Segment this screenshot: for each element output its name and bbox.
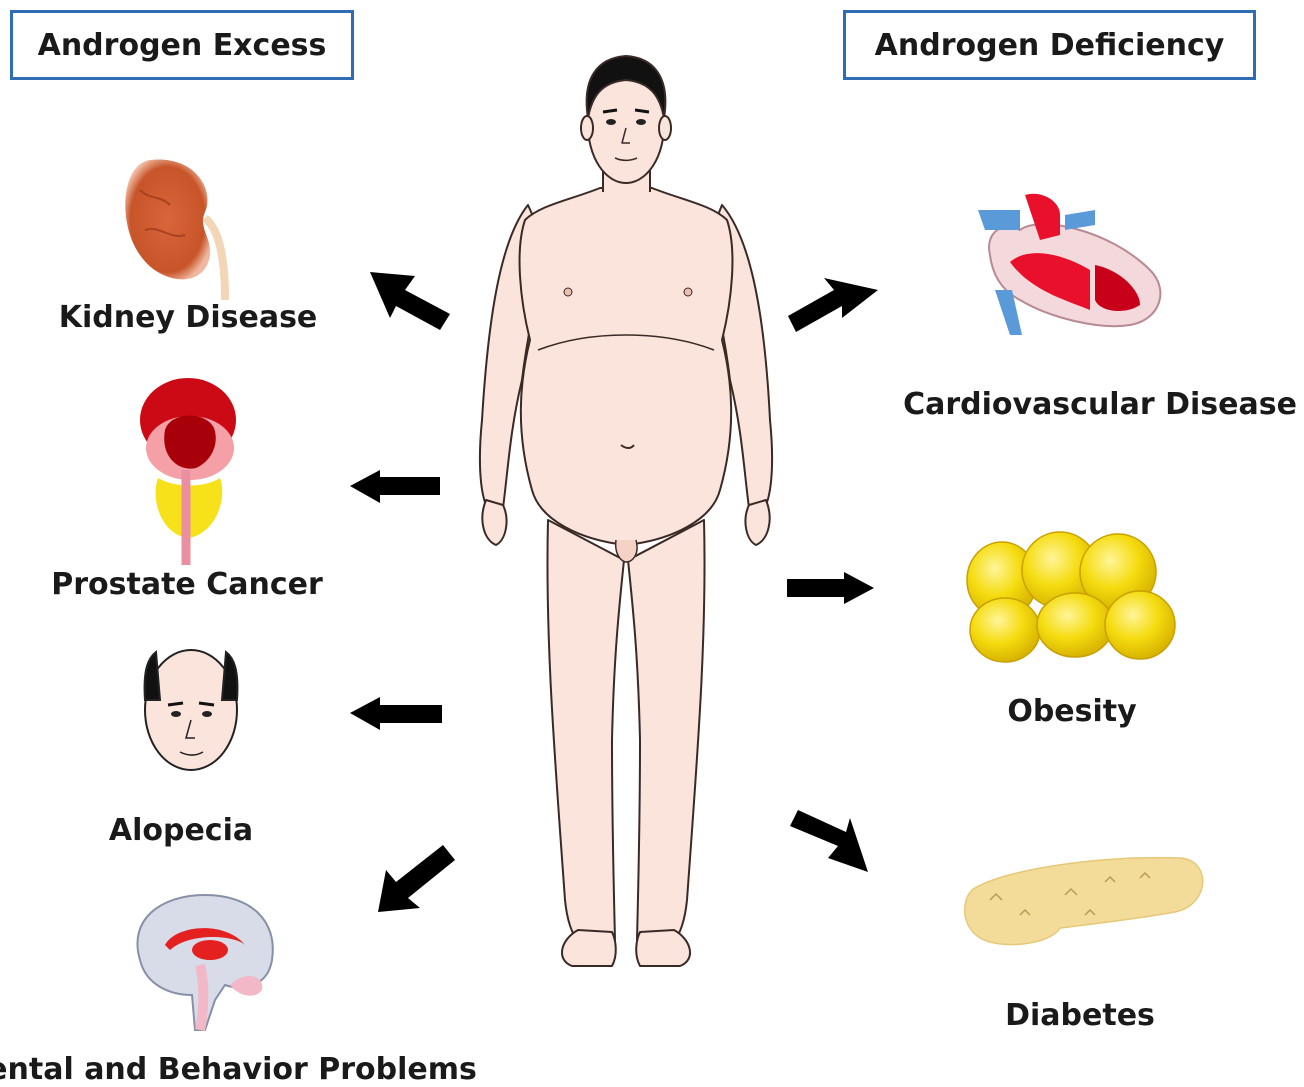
- kidney-disease-label: Kidney Disease: [59, 300, 318, 335]
- arrow-to-brain: [378, 845, 455, 912]
- balding-head-icon: [145, 650, 238, 770]
- kidney-icon: [125, 160, 225, 300]
- fat-cells-icon: [967, 532, 1175, 662]
- pancreas-icon: [965, 858, 1203, 945]
- arrow-to-alopecia: [350, 697, 442, 730]
- arrow-to-kidney: [370, 272, 450, 330]
- male-body-figure: [480, 56, 772, 966]
- mental-behavior-problems-label: ental and Behavior Problems: [0, 1052, 477, 1087]
- cardiovascular-disease-label: Cardiovascular Disease: [903, 387, 1297, 422]
- arrow-to-heart: [788, 278, 878, 332]
- arrow-to-diabetes: [790, 810, 868, 872]
- diabetes-label: Diabetes: [1005, 998, 1155, 1033]
- obesity-label: Obesity: [1007, 694, 1136, 729]
- arrow-to-prostate: [350, 470, 440, 503]
- alopecia-label: Alopecia: [109, 813, 253, 848]
- arrow-to-obesity: [787, 572, 874, 604]
- brain-icon: [137, 895, 272, 1030]
- heart-icon: [978, 194, 1160, 335]
- prostate-icon: [140, 378, 236, 565]
- prostate-cancer-label: Prostate Cancer: [51, 567, 323, 602]
